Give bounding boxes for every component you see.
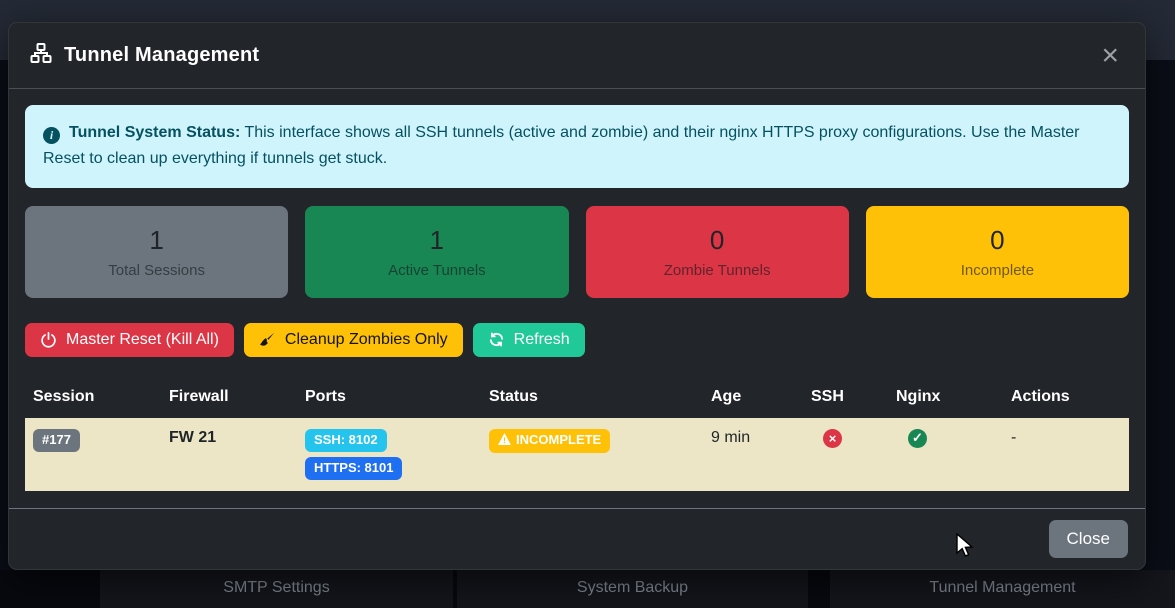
stat-label: Active Tunnels <box>388 261 486 279</box>
age-cell: 9 min <box>703 417 803 491</box>
ports-cell: SSH: 8102 HTTPS: 8101 <box>305 428 473 480</box>
modal-footer: Close <box>9 508 1145 569</box>
stat-label: Zombie Tunnels <box>663 261 771 279</box>
master-reset-button[interactable]: Master Reset (Kill All) <box>25 322 234 357</box>
cleanup-zombies-button[interactable]: Cleanup Zombies Only <box>243 322 463 357</box>
stat-value: 0 <box>990 224 1005 255</box>
table-header-row: Session Firewall Ports Status Age SSH Ng… <box>25 378 1129 418</box>
background-card-label: SMTP Settings <box>223 579 330 596</box>
tunnel-status-alert: i Tunnel System Status: This interface sh… <box>25 105 1129 188</box>
refresh-label: Refresh <box>513 330 570 348</box>
stat-card-zombie-tunnels: 0 Zombie Tunnels <box>585 205 849 298</box>
stat-card-active-tunnels: 1 Active Tunnels <box>305 205 569 298</box>
alert-text: This interface shows all SSH tunnels (ac… <box>43 124 1080 168</box>
col-header-ports: Ports <box>305 387 346 405</box>
col-header-age: Age <box>711 387 742 405</box>
stat-label: Incomplete <box>960 261 1035 279</box>
tunnels-table: Session Firewall Ports Status Age SSH Ng… <box>25 378 1129 491</box>
tunnel-management-modal: Tunnel Management × i Tunnel System Statu… <box>8 22 1146 570</box>
background-bottom-area: SMTP Settings System Backup Tunnel Manag… <box>0 570 1175 608</box>
col-header-firewall: Firewall <box>169 387 229 405</box>
modal-body: i Tunnel System Status: This interface sh… <box>9 89 1145 508</box>
cleanup-zombies-label: Cleanup Zombies Only <box>284 330 448 348</box>
refresh-icon <box>488 331 505 348</box>
status-badge: INCOMPLETE <box>489 428 611 453</box>
stat-value: 1 <box>149 224 164 255</box>
background-card-tunnel-management: Tunnel Management <box>830 570 1175 608</box>
sitemap-icon <box>29 41 53 70</box>
table-row: #177 FW 21 SSH: 8102 HTTPS: 8101 <box>25 417 1129 491</box>
status-badge-label: INCOMPLETE <box>516 432 602 448</box>
stat-value: 0 <box>709 224 725 255</box>
col-header-actions: Actions <box>1011 387 1070 405</box>
https-port-badge: HTTPS: 8101 <box>305 456 403 480</box>
close-icon[interactable]: × <box>1095 40 1125 71</box>
nginx-ok-icon: ✓ <box>908 428 927 448</box>
stats-row: 1 Total Sessions 1 Active Tunnels 0 Zomb… <box>25 205 1129 298</box>
stat-value: 1 <box>429 224 445 255</box>
background-card-system-backup: System Backup <box>457 570 808 608</box>
col-header-session: Session <box>33 387 95 405</box>
ssh-port-badge: SSH: 8102 <box>305 428 387 452</box>
stat-label: Total Sessions <box>108 261 205 279</box>
broom-icon <box>259 331 276 348</box>
background-card-smtp-settings: SMTP Settings <box>100 570 453 608</box>
firewall-cell: FW 21 <box>161 417 297 491</box>
close-button[interactable]: Close <box>1048 520 1128 558</box>
alert-title: Tunnel System Status: <box>69 124 241 141</box>
col-header-nginx: Nginx <box>896 387 941 405</box>
stat-card-incomplete: 0 Incomplete <box>865 205 1129 298</box>
power-icon <box>40 331 57 348</box>
info-icon: i <box>43 127 60 145</box>
action-buttons-row: Master Reset (Kill All) Cleanup Zombies … <box>25 322 1129 357</box>
stat-card-total-sessions: 1 Total Sessions <box>25 205 289 298</box>
background-card-label: Tunnel Management <box>929 579 1076 596</box>
ssh-fail-icon: × <box>823 428 842 448</box>
master-reset-label: Master Reset (Kill All) <box>66 330 219 348</box>
col-header-status: Status <box>489 387 538 405</box>
background-card-label: System Backup <box>576 579 689 596</box>
modal-title: Tunnel Management <box>64 44 260 66</box>
refresh-button[interactable]: Refresh <box>472 322 585 357</box>
warning-triangle-icon <box>498 432 511 449</box>
actions-cell: - <box>1003 417 1129 491</box>
modal-header: Tunnel Management × <box>9 23 1145 89</box>
session-badge: #177 <box>33 428 80 452</box>
col-header-ssh: SSH <box>811 387 844 405</box>
